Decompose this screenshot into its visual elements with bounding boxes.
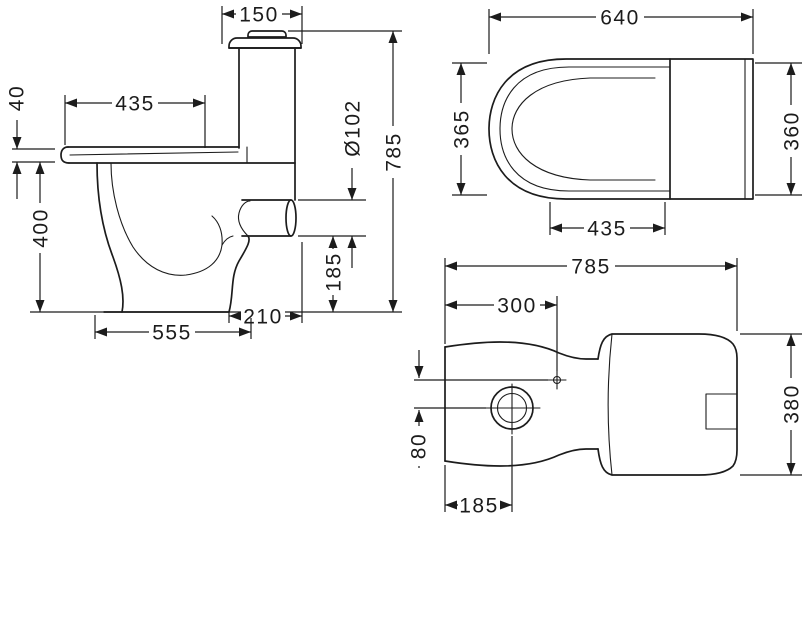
trap-curve — [237, 200, 251, 237]
body-top-profile — [444, 341, 599, 360]
svg-text:360: 360 — [781, 111, 804, 151]
dim-label-outlet-height: 185 — [322, 249, 346, 295]
svg-text:435: 435 — [115, 93, 155, 116]
dim-label-outlet-center-height: 185 — [458, 494, 500, 518]
seat-outline — [499, 66, 671, 192]
bowl-rim-outline — [511, 77, 656, 181]
svg-text:185: 185 — [459, 495, 499, 518]
svg-text:555: 555 — [152, 322, 192, 345]
cistern-lid — [228, 37, 302, 49]
dim-label-outlet-to-base: 210 — [241, 305, 285, 329]
trap-heel — [221, 235, 234, 246]
top-outline — [488, 58, 754, 200]
side-view — [60, 30, 302, 313]
seat-front-cap — [60, 146, 70, 164]
svg-text:785: 785 — [383, 132, 406, 172]
cistern-face-arc — [607, 333, 613, 476]
dim-label-total-height: 785 — [381, 126, 406, 178]
bowl-rear — [228, 235, 250, 313]
supply-inlet-cross — [547, 370, 567, 390]
dim-label-supply-offset: 80 — [407, 426, 431, 466]
bowl-cavity — [110, 162, 223, 276]
dim-label-lid-depth: 150 — [236, 2, 282, 27]
svg-text:785: 785 — [571, 256, 611, 279]
bowl-front — [96, 162, 124, 313]
svg-text:400: 400 — [30, 208, 53, 248]
dim-label-outlet-diameter: Ø102 — [340, 92, 365, 164]
valve-recess — [705, 393, 738, 430]
dim-label-cistern-depth: 380 — [779, 378, 804, 430]
connection-view — [444, 333, 738, 476]
cistern-profile — [597, 333, 738, 476]
side-view-dimensions: 150 435 40 400 Ø102 — [4, 2, 406, 345]
svg-text:Ø102: Ø102 — [342, 99, 365, 156]
svg-text:300: 300 — [497, 295, 537, 318]
dim-label-base-depth: 555 — [149, 321, 195, 345]
svg-text:640: 640 — [600, 7, 640, 30]
top-view-dimensions: 640 365 360 435 — [449, 5, 804, 241]
top-view — [488, 58, 754, 200]
dim-label-total-depth: 640 — [596, 5, 644, 30]
dim-label-seat-depth: 435 — [112, 91, 158, 116]
seat-split-line — [69, 151, 239, 156]
svg-text:435: 435 — [587, 218, 627, 241]
svg-text:210: 210 — [243, 306, 283, 329]
dim-label-rim-height: 400 — [28, 203, 53, 253]
dim-label-front-width: 365 — [449, 103, 474, 155]
svg-text:185: 185 — [323, 252, 346, 292]
dim-label-supply-height: 300 — [494, 293, 540, 318]
svg-text:365: 365 — [451, 109, 474, 149]
dim-label-total-height-rear: 785 — [567, 254, 615, 279]
svg-text:380: 380 — [781, 384, 804, 424]
svg-text:80: 80 — [408, 433, 431, 459]
dim-label-seat-thickness: 40 — [4, 76, 29, 120]
flush-button — [247, 30, 287, 38]
dim-label-cistern-width: 360 — [779, 105, 804, 157]
outlet-opening — [285, 199, 297, 237]
connection-view-dimensions: 785 300 380 80 185 — [407, 254, 804, 518]
svg-text:150: 150 — [239, 4, 279, 27]
dim-label-seat-length: 435 — [584, 216, 630, 241]
body-bottom-profile — [444, 448, 599, 467]
svg-text:40: 40 — [6, 85, 29, 111]
